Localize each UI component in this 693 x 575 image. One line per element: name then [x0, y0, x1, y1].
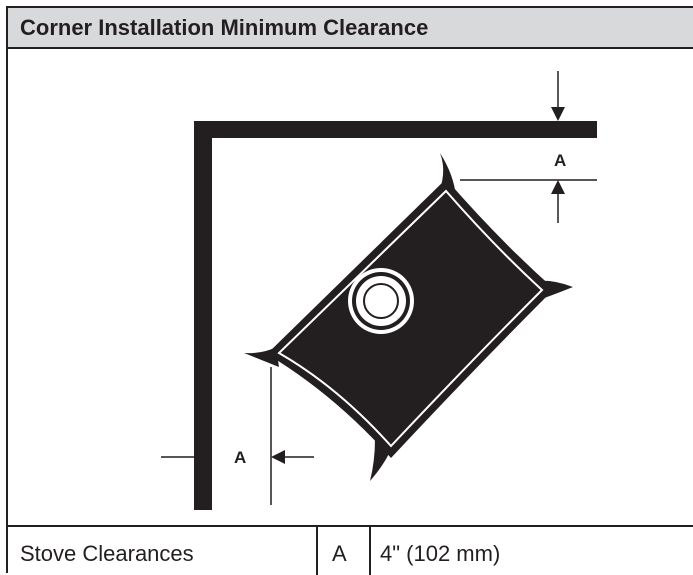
stove-body [267, 179, 554, 458]
stove-trim [277, 189, 544, 448]
figure-frame: Corner Installation Minimum Clearance [6, 6, 693, 575]
row-key: A [332, 541, 347, 566]
figure-title: Corner Installation Minimum Clearance [20, 15, 429, 40]
diagram-svg: A A [161, 71, 597, 510]
row-value: 4" (102 mm) [380, 541, 501, 566]
clearance-table: Stove Clearances A 4" (102 mm) [8, 525, 693, 575]
flue-collar-icon [348, 268, 414, 334]
top-arrow-down-icon [551, 71, 565, 121]
table-cell-label: Stove Clearances [8, 527, 318, 575]
table-cell-value: 4" (102 mm) [371, 527, 693, 575]
clearance-label-top: A [554, 151, 566, 170]
side-arrow-left-icon [271, 450, 314, 464]
table-cell-key: A [318, 527, 371, 575]
side-arrow-right-icon [161, 450, 212, 464]
clearance-label-side: A [234, 448, 246, 467]
clearance-diagram: A A [8, 49, 693, 525]
row-label: Stove Clearances [20, 541, 194, 566]
title-bar: Corner Installation Minimum Clearance [8, 8, 693, 49]
top-arrow-up-icon [551, 180, 565, 223]
